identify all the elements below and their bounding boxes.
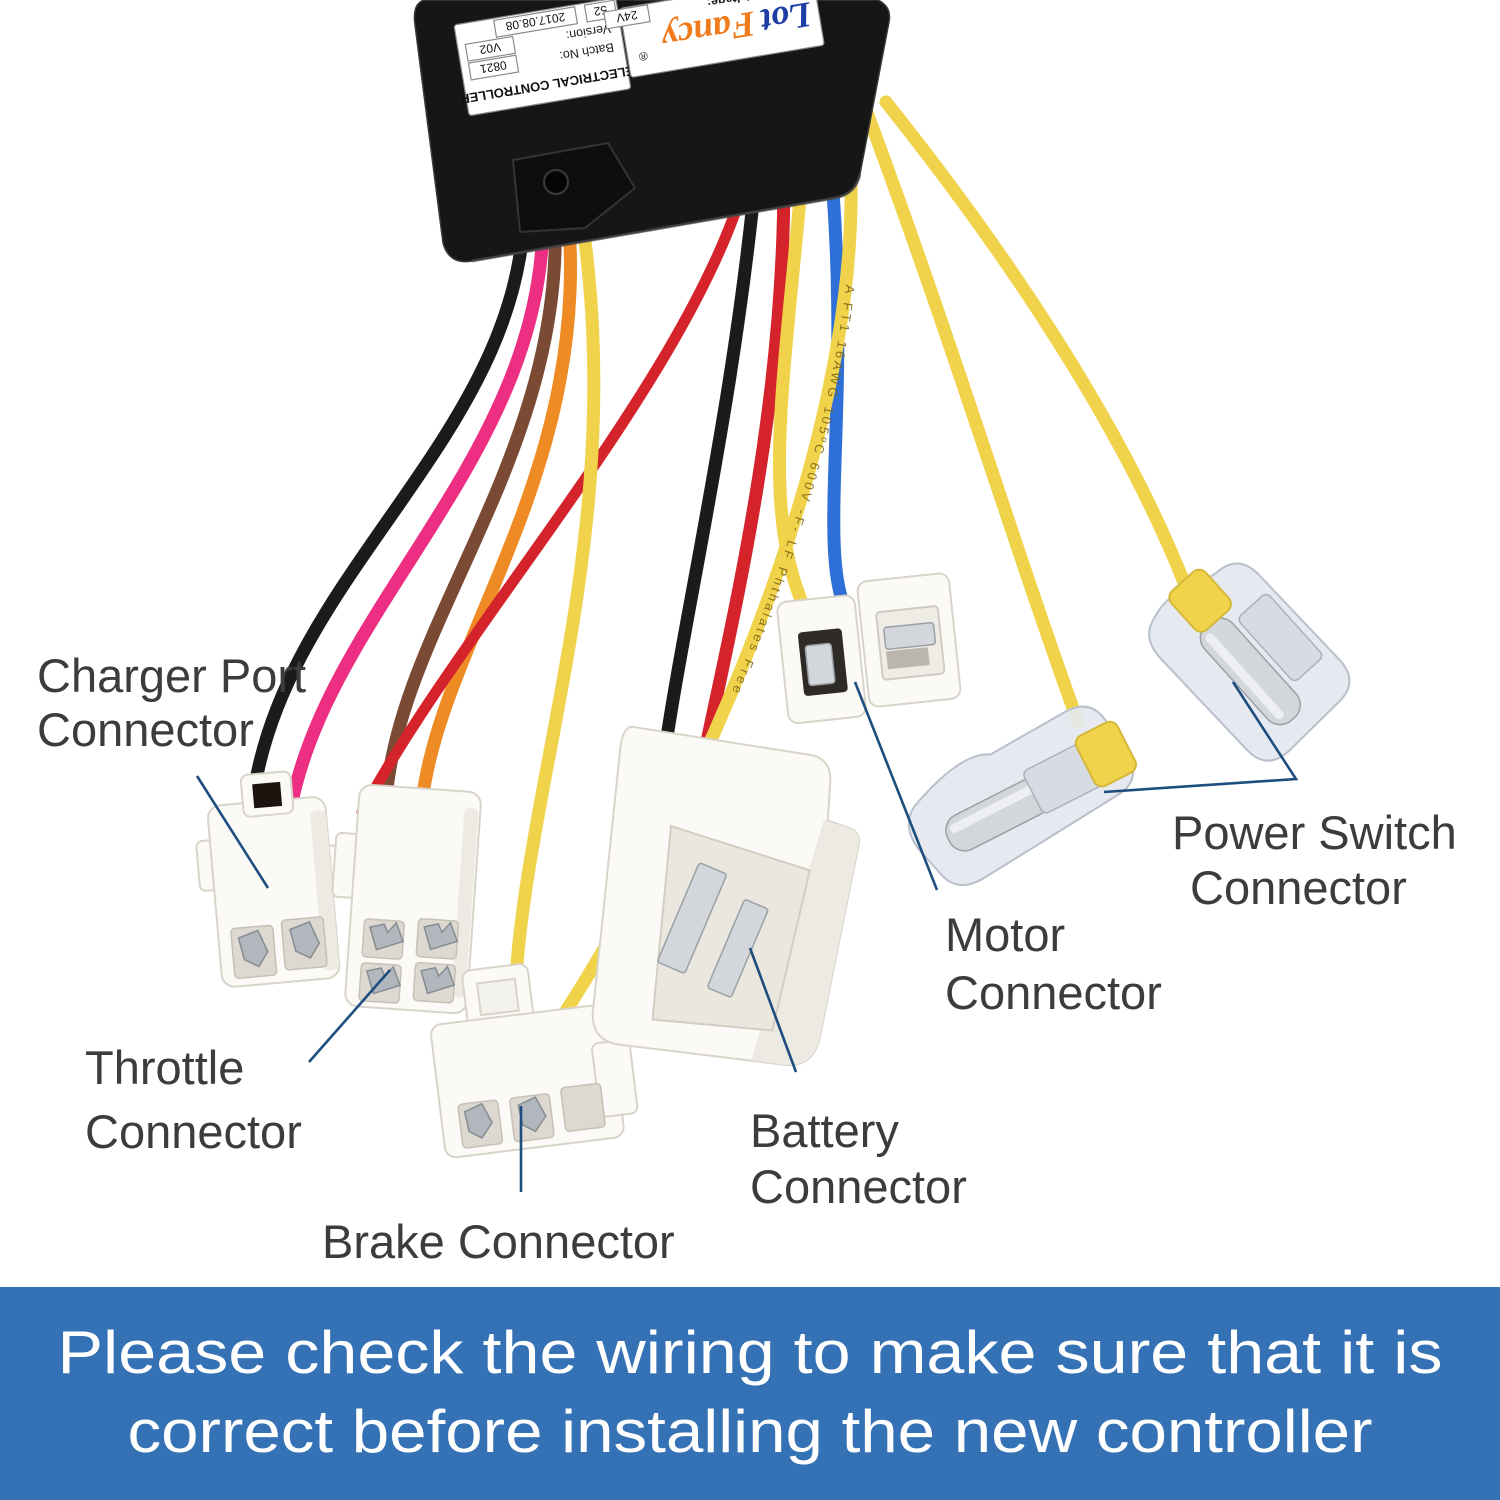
brand-registered: ®	[638, 49, 649, 64]
annotation-labels: Charger Port Connector Throttle Connecto…	[37, 649, 1457, 1268]
leader-throttle	[308, 969, 391, 1063]
banner-line2: correct before installing the new contro…	[128, 1398, 1373, 1465]
throttle-pin-4	[420, 965, 456, 995]
wire-brown-throttle	[379, 149, 562, 807]
ps1-barrel-highlight	[949, 784, 1037, 833]
battery-connector	[591, 725, 860, 1066]
sticker-date-box	[493, 6, 579, 38]
throttle-connector	[331, 783, 482, 1015]
label-brake-line1: Brake Connector	[322, 1215, 675, 1268]
throttle-pin-1	[369, 921, 405, 951]
wire-black-charger	[245, 145, 531, 813]
leader-power-switch	[1103, 681, 1299, 794]
battery-blade-1	[657, 862, 727, 974]
label-battery-line1: Battery	[750, 1104, 899, 1157]
battery-recess	[651, 824, 811, 1032]
banner-background	[0, 1287, 1500, 1500]
caution-banner: Please check the wiring to make sure tha…	[0, 1287, 1500, 1500]
controller-molding	[511, 141, 637, 234]
wire-yellow-brake-left	[507, 159, 601, 1027]
sticker-batch-value: 0821	[479, 58, 508, 76]
wire-yellow-power-switch-2	[879, 95, 1192, 592]
brake-latch-hole	[475, 977, 520, 1017]
ps2-barrel-highlight	[1205, 633, 1284, 720]
charger-latch-hole	[252, 781, 283, 809]
charger-shade	[310, 810, 340, 971]
sticker-rating-value-box	[603, 4, 651, 30]
wire-blue-motor	[819, 109, 852, 615]
label-throttle-line1: Throttle	[85, 1041, 244, 1094]
charger-pin-2	[289, 920, 321, 959]
battery-blade-2	[707, 899, 769, 998]
motor-tab-left	[804, 642, 836, 687]
ps2-crimp	[1168, 568, 1232, 633]
leader-battery	[748, 947, 798, 1073]
banner-line1: Please check the wiring to make sure tha…	[58, 1319, 1443, 1386]
label-throttle-line2: Connector	[85, 1105, 302, 1158]
controller-screw-hole	[543, 169, 569, 195]
motor-connector	[776, 572, 962, 725]
ps2-terminal	[1238, 593, 1323, 682]
throttle-pin-2	[423, 921, 459, 951]
leader-charger	[195, 775, 270, 889]
label-motor-line2: Connector	[945, 966, 1162, 1019]
sticker-version-value-box	[464, 35, 517, 62]
motor-blade-shadow	[886, 647, 930, 670]
wire-orange-throttle	[415, 153, 577, 809]
brake-cavity-3	[560, 1082, 606, 1132]
label-power-switch-line2: Connector	[1190, 861, 1407, 914]
power-switch-connector-2	[1148, 562, 1351, 762]
label-battery-line2: Connector	[750, 1160, 967, 1213]
wire-yellow-power-switch-1	[859, 103, 1085, 729]
label-power-switch-line1: Power Switch	[1172, 806, 1457, 859]
controller-sticker: ELECTRICAL CONTROLLER Batch No: 0821 Ver…	[453, 0, 825, 116]
brand-lot: Lot	[757, 0, 815, 42]
brake-pin-1	[463, 1102, 494, 1139]
label-motor-line1: Motor	[945, 908, 1065, 961]
charger-pin-1	[237, 929, 269, 968]
wire-pink-charger	[283, 141, 550, 819]
sticker-rating-value: 24V	[615, 8, 638, 25]
motor-blade-right	[883, 621, 937, 650]
brake-connector	[430, 963, 639, 1159]
sticker-brand-box	[619, 0, 825, 78]
leader-motor	[853, 681, 939, 891]
ps1-crimp	[1074, 720, 1137, 788]
sticker-batch-value-box	[467, 54, 520, 81]
label-charger-line2: Connector	[37, 703, 254, 756]
sticker-version-value: V02	[478, 40, 502, 57]
wire-red-battery	[697, 123, 791, 763]
throttle-shade	[451, 807, 479, 998]
label-charger-line1: Charger Port	[37, 649, 306, 702]
power-switch-connector-1	[907, 705, 1137, 887]
leader-lines	[195, 681, 1299, 1192]
wire-black-battery	[655, 133, 766, 779]
controller-edge-highlight	[471, 173, 862, 263]
battery-blades	[657, 862, 769, 998]
controller-box: ELECTRICAL CONTROLLER Batch No: 0821 Ver…	[413, 0, 891, 263]
